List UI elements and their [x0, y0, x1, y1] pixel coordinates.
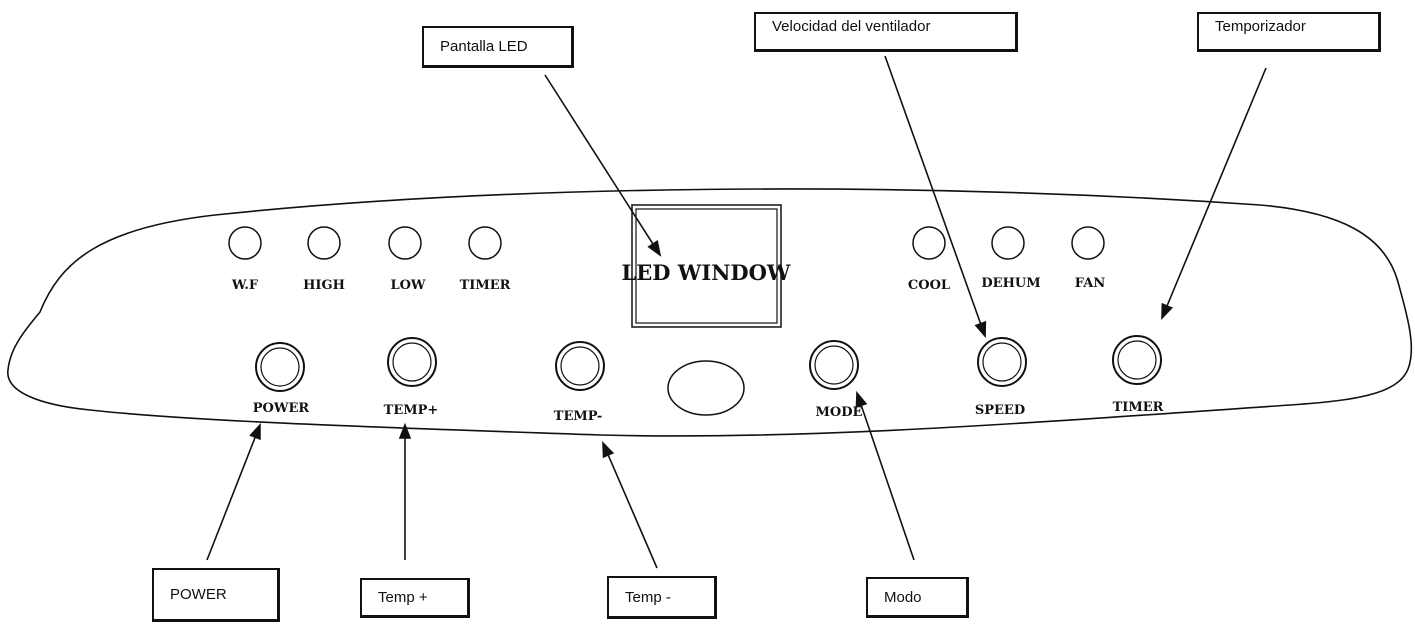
arrow-temp-down — [602, 440, 658, 569]
arrow-fan-speed-head — [974, 320, 987, 339]
callout-temp-up: Temp + — [360, 578, 470, 618]
indicator-dehum-label: DEHUM — [981, 276, 1040, 291]
indicator-high: HIGH — [303, 226, 345, 293]
speed-button[interactable]: SPEED — [975, 337, 1027, 418]
indicator-cool: COOL — [908, 226, 950, 293]
arrow-power-head — [249, 422, 261, 441]
indicator-wf-light — [228, 226, 262, 260]
mode-button-label: MODE — [816, 405, 863, 420]
arrow-power — [206, 422, 261, 561]
power-button-ring-outer — [255, 342, 305, 392]
temp-down-button-ring-outer — [555, 341, 605, 391]
timer-button-ring-outer — [1112, 335, 1162, 385]
arrow-timer-head — [1161, 302, 1173, 321]
temp-down-button[interactable]: TEMP- — [554, 341, 605, 424]
temp-up-button-ring-outer — [387, 337, 437, 387]
arrow-temp-down-shaft — [607, 454, 658, 569]
indicator-low-light — [388, 226, 422, 260]
callout-led-display: Pantalla LED — [422, 26, 574, 68]
timer-button[interactable]: TIMER — [1112, 335, 1164, 415]
panel-outline — [7, 188, 1413, 437]
temp-up-button-ring-inner — [392, 342, 432, 382]
temp-up-button-label: TEMP+ — [384, 403, 439, 418]
led-window-frame — [631, 204, 782, 328]
arrow-mode — [855, 390, 915, 561]
arrow-led-display-shaft — [544, 74, 654, 245]
indicator-wf: W.F — [228, 226, 262, 293]
temp-up-button[interactable]: TEMP+ — [384, 337, 439, 418]
mode-button-ring-inner — [814, 345, 854, 385]
temp-down-button-ring-inner — [560, 346, 600, 386]
timer-button-label: TIMER — [1113, 400, 1164, 415]
arrow-fan-speed-shaft — [884, 55, 982, 325]
indicator-low: LOW — [388, 226, 426, 293]
indicator-cool-light — [912, 226, 946, 260]
speed-button-ring-outer — [977, 337, 1027, 387]
indicator-timer-label: TIMER — [460, 278, 511, 293]
speed-button-label: SPEED — [975, 403, 1025, 418]
indicator-cool-label: COOL — [908, 278, 950, 293]
leader-arrows — [206, 55, 1267, 569]
mode-button[interactable]: MODE — [809, 340, 863, 420]
indicator-high-light — [307, 226, 341, 260]
indicator-low-label: LOW — [390, 278, 425, 293]
callout-timer: Temporizador — [1197, 12, 1381, 52]
power-button-ring-inner — [260, 347, 300, 387]
led-window-inner — [635, 208, 778, 324]
indicator-dehum: DEHUM — [981, 226, 1041, 291]
indicator-dehum-light — [991, 226, 1025, 260]
led-window-label: LED WINDOW — [622, 260, 791, 285]
indicator-timer-light — [468, 226, 502, 260]
callout-power: POWER — [152, 568, 280, 622]
temp-down-button-label: TEMP- — [554, 409, 602, 424]
arrow-mode-head — [855, 390, 868, 409]
power-button[interactable]: POWER — [253, 342, 310, 416]
arrow-timer — [1161, 67, 1267, 321]
arrow-power-shaft — [206, 436, 256, 561]
arrow-timer-shaft — [1166, 67, 1267, 307]
arrow-temp-down-head — [602, 440, 615, 459]
arrow-temp-up-head — [398, 422, 412, 439]
arrow-mode-shaft — [860, 405, 915, 561]
indicator-fan: FAN — [1071, 226, 1106, 291]
callout-fan-speed: Velocidad del ventilador — [754, 12, 1018, 52]
power-button-label: POWER — [253, 401, 310, 416]
timer-button-ring-inner — [1117, 340, 1157, 380]
callout-mode: Modo — [866, 577, 969, 618]
arrow-fan-speed — [884, 55, 987, 339]
speed-button-ring-inner — [982, 342, 1022, 382]
indicator-fan-light — [1071, 226, 1105, 260]
arrow-temp-up — [398, 422, 412, 560]
indicator-wf-label: W.F — [231, 278, 259, 293]
indicator-high-label: HIGH — [303, 278, 345, 293]
arrow-led-display — [544, 74, 662, 257]
mode-button-ring-outer — [809, 340, 859, 390]
arrow-led-display-head — [647, 240, 662, 257]
receiver-sensor — [667, 360, 745, 416]
indicator-timer: TIMER — [460, 226, 511, 293]
indicator-fan-label: FAN — [1075, 276, 1106, 291]
callout-temp-down: Temp - — [607, 576, 717, 619]
